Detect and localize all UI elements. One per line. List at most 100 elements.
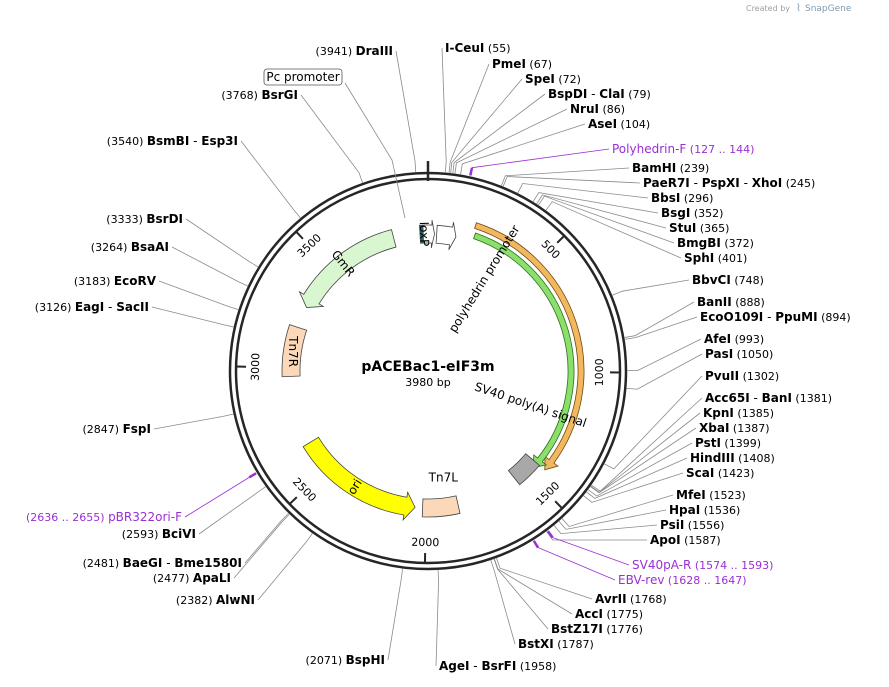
site-bbvci: BbvCI (748): [692, 273, 764, 287]
credit-prefix: Created by: [746, 4, 790, 13]
feature-label-tn7l: Tn7L: [428, 470, 459, 484]
site-name: SacII: [116, 300, 149, 314]
feature-gmr: [298, 229, 397, 308]
site-name: BstZ17I: [551, 622, 603, 636]
site-label: (3941) DraIII: [316, 44, 393, 58]
site-label: ScaI (1423): [686, 466, 754, 480]
site-bstz17i: BstZ17I (1776): [551, 622, 643, 636]
primer-leader: [471, 148, 610, 169]
site-leader: [624, 301, 695, 338]
site-pmei: PmeI (67): [492, 57, 552, 71]
site-name: PsiI: [660, 518, 684, 532]
snapgene-credit: Created by ⌇ SnapGene: [746, 3, 852, 14]
site-separator: -: [104, 300, 116, 314]
site-leader: [395, 50, 417, 173]
site-agei-bsrfi: AgeI - BsrFI (1958): [439, 659, 556, 673]
feature-tn7l: [421, 495, 461, 518]
site-name: BamHI: [632, 161, 676, 175]
site-apoi: ApoI (1587): [650, 533, 721, 547]
site-name: HindIII: [690, 451, 735, 465]
site-leaders: [151, 47, 703, 667]
site-position: (401): [714, 252, 747, 265]
site-draiii: (3941) DraIII: [316, 44, 393, 58]
site-leader: [500, 167, 630, 187]
site-leader: [590, 412, 701, 493]
site-leader: [626, 338, 702, 371]
site-bsmbi-esp3i: (3540) BsmBI - Esp3I: [107, 134, 238, 148]
site-leader: [493, 558, 549, 630]
primer-mark: [469, 167, 474, 176]
site-label: KpnI (1385): [703, 406, 774, 420]
site-position: (1423): [714, 467, 754, 480]
site-position: (296): [680, 192, 713, 205]
site-name: BsgI: [661, 206, 690, 220]
site-name: BciVI: [162, 527, 196, 541]
site-name: StuI: [669, 221, 696, 235]
site-name: AccI: [575, 607, 603, 621]
site-name: SpeI: [525, 72, 555, 86]
site-name: BaeGI: [123, 556, 163, 570]
site-separator: -: [469, 659, 481, 673]
site-leader: [198, 486, 267, 535]
site-name: XhoI: [752, 176, 783, 190]
primer-label: SV40pA-R (1574 .. 1593): [632, 558, 773, 572]
site-name: PasI: [705, 347, 733, 361]
site-afei: AfeI (993): [704, 332, 764, 346]
primer-polyhedrin-f: Polyhedrin-F (127 .. 144): [469, 142, 754, 176]
plasmid-size: 3980 bp: [405, 376, 450, 389]
site-label: SpeI (72): [525, 72, 581, 86]
site-label: BsgI (352): [661, 206, 723, 220]
site-name: I-CeuI: [445, 41, 484, 55]
site-label: (2382) AlwNI: [176, 593, 255, 607]
site-leader: [300, 94, 364, 184]
site-leader: [185, 218, 259, 268]
site-leader: [537, 195, 675, 244]
site-leader: [611, 279, 690, 296]
site-name: Esp3I: [201, 134, 238, 148]
site-spei: SpeI (72): [525, 72, 581, 86]
site-position: (3264): [91, 241, 131, 254]
site-label: (3768) BsrGI: [221, 88, 298, 102]
site-leader: [240, 140, 301, 219]
site-separator: -: [690, 176, 702, 190]
site-psii: PsiI (1556): [660, 518, 724, 532]
site-name: BsrFI: [481, 659, 516, 673]
orange-binding-arc: [474, 222, 585, 471]
primer-leader: [552, 537, 630, 566]
tick-label: 1000: [593, 358, 606, 386]
site-name: BspHI: [346, 653, 385, 667]
site-leader: [583, 472, 684, 503]
site-banii: BanII (888): [697, 295, 765, 309]
site-leader: [490, 559, 516, 645]
site-sphi: SphI (401): [684, 251, 747, 265]
site-name: ApaLI: [193, 571, 231, 585]
site-name: EcoO109I: [700, 310, 763, 324]
site-name: PspXI: [702, 176, 740, 190]
site-name: BsaAI: [131, 240, 169, 254]
site-label: ApoI (1587): [650, 533, 721, 547]
tick-mark: [295, 230, 304, 240]
site-position: (1768): [627, 593, 667, 606]
site-label: (3264) BsaAI: [91, 240, 169, 254]
site-leader: [171, 246, 249, 287]
site-position: (1523): [706, 489, 746, 502]
site-position: (748): [731, 274, 764, 287]
site-eagi-sacii: (3126) EagI - SacII: [35, 300, 149, 314]
site-position: (2477): [153, 572, 193, 585]
site-leader: [626, 353, 703, 390]
site-acci: AccI (1775): [575, 607, 643, 621]
site-pasi: PasI (1050): [705, 347, 773, 361]
site-label: BamHI (239): [632, 161, 709, 175]
site-leader: [495, 557, 593, 600]
site-leader: [561, 494, 674, 527]
site-leader: [589, 427, 697, 494]
site-name: PstI: [695, 436, 721, 450]
primer-mark: [532, 540, 540, 549]
site-label: (3333) BsrDI: [106, 212, 183, 226]
site-leader: [502, 176, 641, 187]
primer-name: EBV-rev: [618, 573, 664, 587]
site-leader: [153, 413, 234, 430]
site-bsrgi: (3768) BsrGI: [221, 88, 298, 102]
primer-position: (1574 .. 1593): [691, 559, 773, 572]
site-position: (1775): [603, 608, 643, 621]
